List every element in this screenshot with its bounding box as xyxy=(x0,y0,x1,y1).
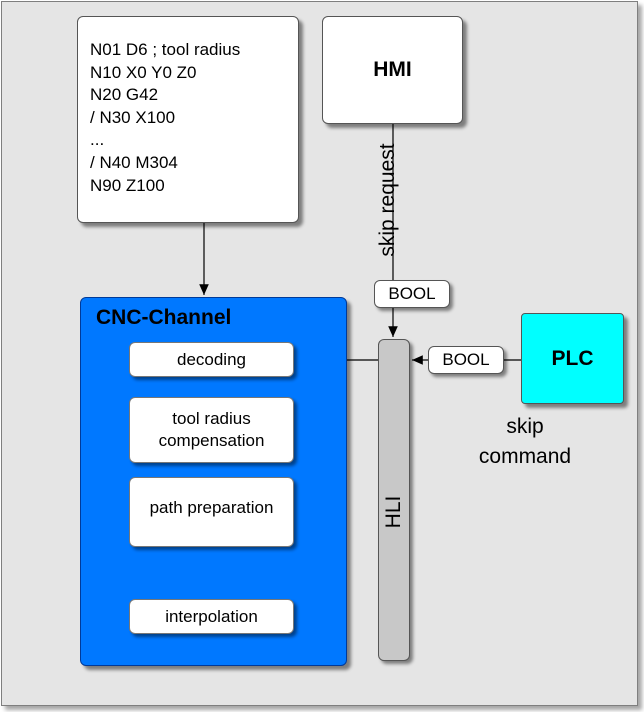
program-line: / N40 M304 xyxy=(90,152,178,172)
tool-radius-compensation-stage: tool radius compensation xyxy=(129,397,294,463)
plc-bool-tag: BOOL xyxy=(428,346,504,374)
hli-label: HLI xyxy=(382,495,405,529)
skip-command-label: skip command xyxy=(478,415,572,468)
part-program-box: N01 D6 ; tool radius N10 X0 Y0 Z0 N20 G4… xyxy=(77,16,299,223)
program-line: N20 G42 xyxy=(90,85,159,105)
program-line: / N30 X100 xyxy=(90,107,176,127)
program-line: N90 Z100 xyxy=(90,175,165,195)
hmi-label: HMI xyxy=(373,58,412,81)
decoding-stage: decoding xyxy=(129,342,294,377)
program-line: N01 D6 ; tool radius xyxy=(90,40,241,59)
interpolation-stage: interpolation xyxy=(129,599,294,634)
hli-bar: HLI xyxy=(378,339,410,661)
plc-label: PLC xyxy=(551,346,594,370)
path-preparation-stage: path preparation xyxy=(129,477,294,547)
skip-request-label: skip request xyxy=(376,143,399,257)
hmi-bool-tag: BOOL xyxy=(374,280,450,308)
plc-box: PLC xyxy=(521,313,624,404)
hmi-box: HMI xyxy=(322,16,463,124)
channel-title: CNC-Channel xyxy=(96,306,232,329)
program-line: ... xyxy=(90,130,105,150)
program-line: N10 X0 Y0 Z0 xyxy=(90,62,197,82)
